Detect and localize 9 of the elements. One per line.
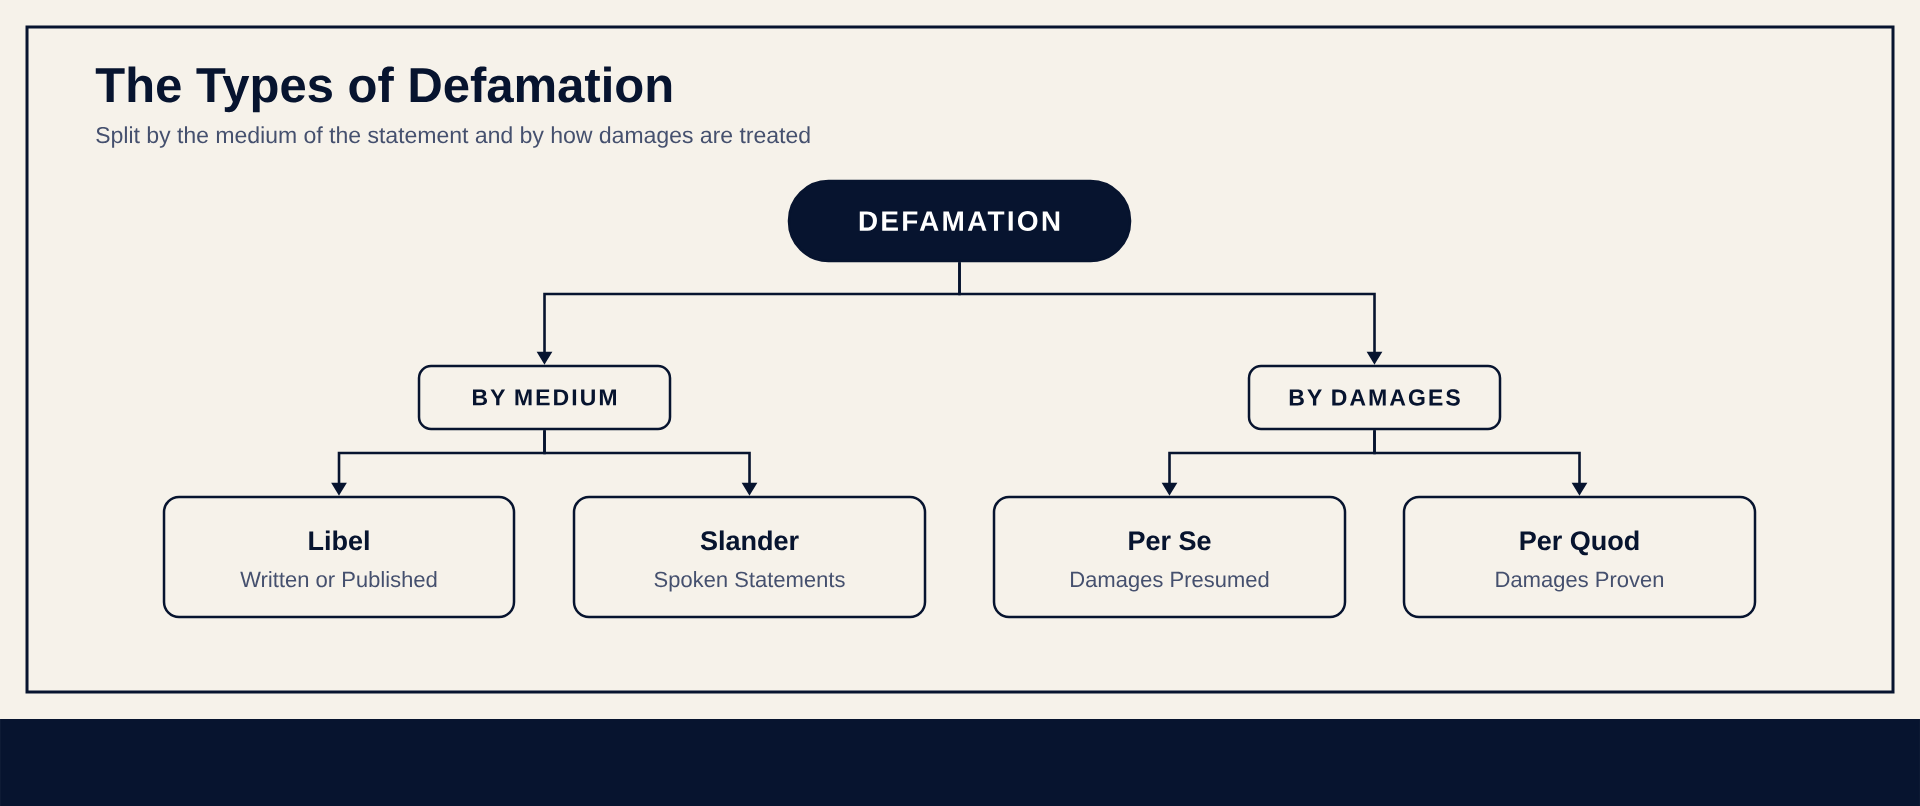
subtitle: Split by the medium of the statement and by how damages are treated bbox=[96, 126, 810, 148]
category-box: BY DAMAGES bbox=[1247, 364, 1502, 431]
category-box: BY MEDIUM bbox=[417, 364, 672, 431]
title: The Types of Defamation bbox=[95, 66, 672, 113]
type-box: Per Quod Damages Proven bbox=[1402, 495, 1757, 619]
root-pill: DEFAMATION bbox=[787, 179, 1132, 263]
type-box: Libel Written or Published bbox=[162, 495, 516, 619]
type-box: Per Se Damages Presumed bbox=[992, 495, 1347, 619]
type-box: Slander Spoken Statements bbox=[572, 495, 927, 619]
